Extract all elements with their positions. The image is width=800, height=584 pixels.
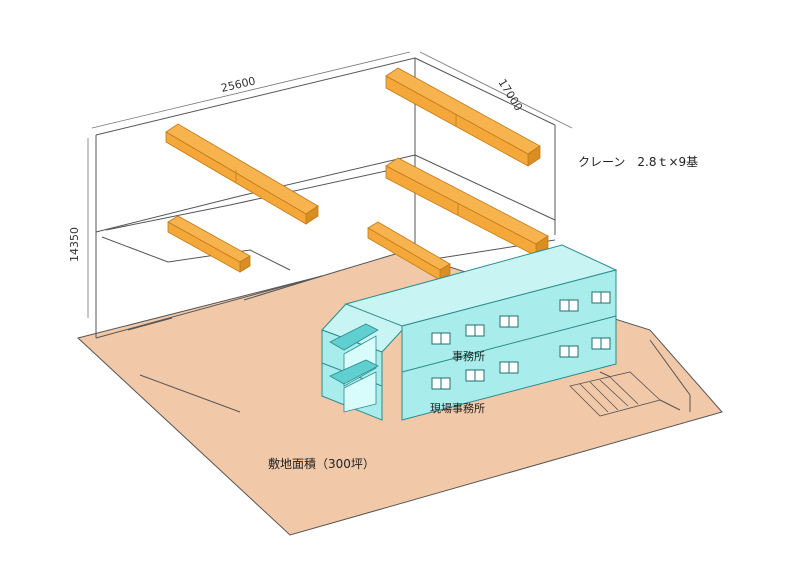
height-dimension: 14350 (68, 227, 81, 262)
office-building: 事務所 現場事務所 (321, 244, 618, 421)
dimension-lines (87, 51, 573, 318)
crane-beam (167, 215, 251, 273)
crane-beam (385, 67, 541, 167)
crane-beam (165, 123, 319, 225)
width-dimension: 25600 (220, 74, 257, 95)
site-area-label: 敷地面積（300坪） (268, 456, 375, 471)
crane-beam (367, 221, 451, 281)
depth-dimension: 17000 (495, 77, 525, 114)
windows-lower (431, 337, 611, 390)
crane-label: クレーン 2.8ｔ×9基 (578, 155, 698, 169)
site-office-label: 現場事務所 (430, 401, 485, 415)
entrance-steps (569, 371, 661, 417)
office-label: 事務所 (452, 349, 485, 363)
stair-tower (321, 303, 407, 421)
windows-upper (431, 291, 611, 345)
crane-beams (165, 67, 549, 281)
